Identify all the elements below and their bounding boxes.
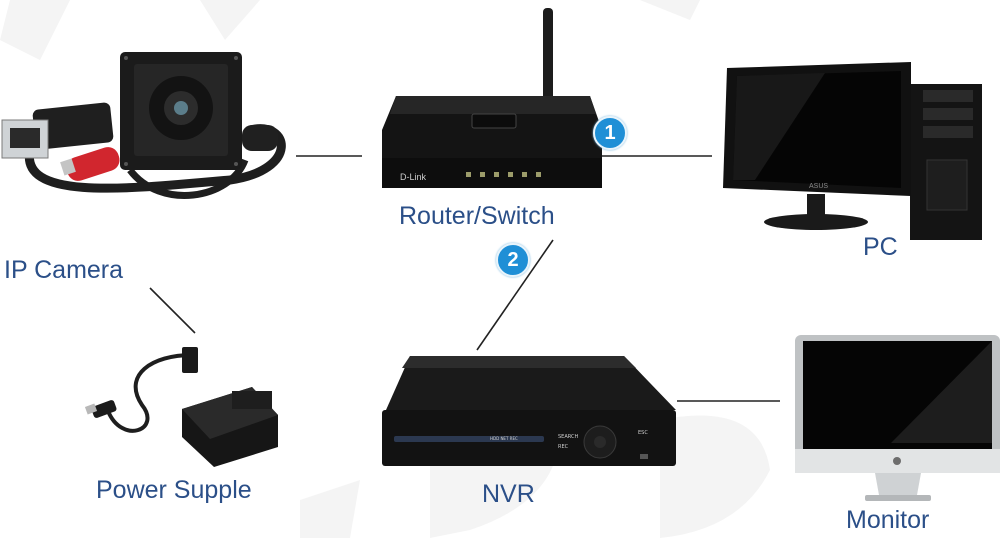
nvr-device: SEARCH REC ESC HDD NET REC [382, 356, 676, 466]
ip-camera-device [1, 52, 286, 199]
link-camera-power [149, 287, 196, 334]
router-label: Router/Switch [399, 202, 555, 230]
svg-text:HDD NET REC: HDD NET REC [490, 436, 518, 441]
ip-camera-label: IP Camera [4, 256, 124, 284]
power-supply-device [84, 347, 278, 467]
badge-two: 2 [496, 243, 530, 277]
pc-label: PC [863, 233, 898, 261]
nvr-label: NVR [482, 480, 535, 508]
svg-text:SEARCH: SEARCH [558, 434, 578, 440]
monitor-label: Monitor [846, 506, 930, 534]
pc-brand: ASUS [809, 183, 828, 190]
badge-one: 1 [593, 116, 627, 150]
svg-text:REC: REC [558, 444, 569, 450]
power-supply-label: Power Supple [96, 476, 252, 504]
link-router-nvr [476, 239, 554, 351]
monitor-device [795, 335, 1000, 501]
svg-text:ESC: ESC [638, 430, 648, 436]
pc-device: ASUS [723, 62, 982, 240]
router-device: D-Link [382, 8, 602, 188]
router-brand: D-Link [400, 172, 427, 182]
